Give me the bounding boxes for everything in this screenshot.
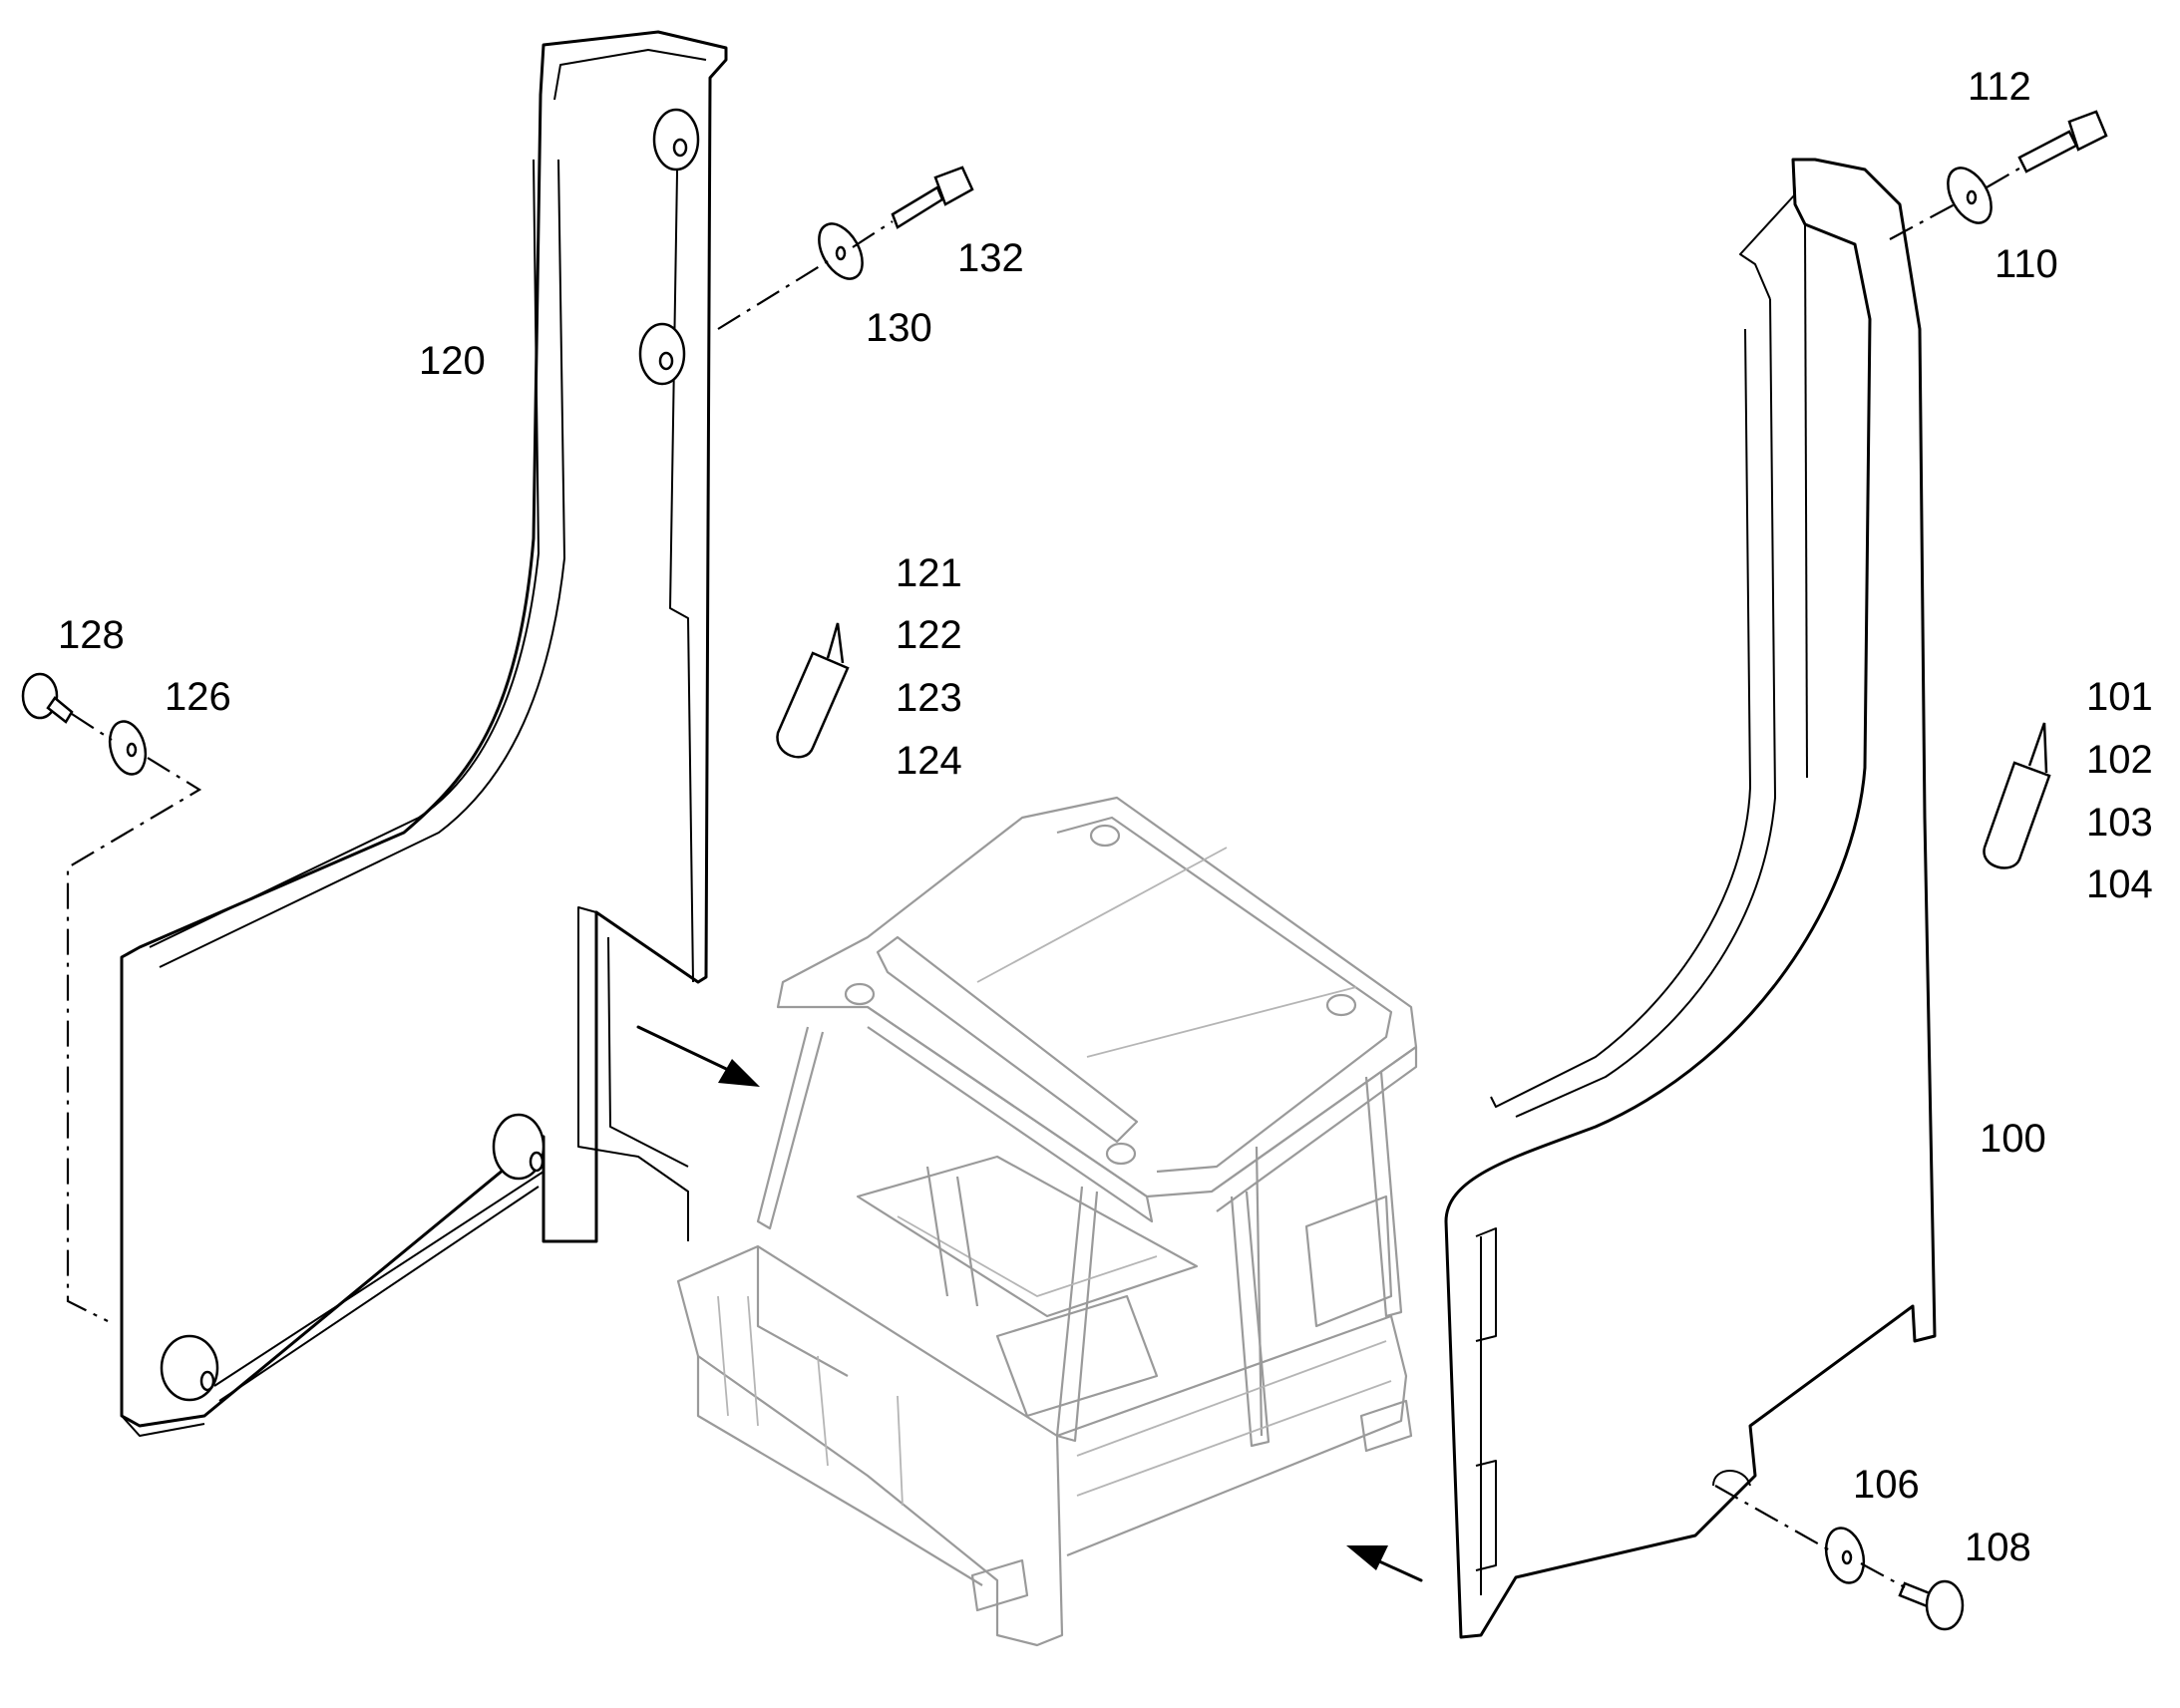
sealant-tube-left <box>776 622 850 759</box>
assembly-centerlines <box>66 165 2025 1588</box>
label-112: 112 <box>1968 65 2031 109</box>
label-100: 100 <box>1980 1117 2046 1161</box>
washer-110 <box>1947 167 1993 224</box>
bolt-132 <box>891 166 974 229</box>
left-side-panel <box>120 30 728 1437</box>
cab-frame-assembly <box>676 796 1418 1647</box>
label-130: 130 <box>866 306 932 350</box>
bolt-112 <box>2017 110 2108 173</box>
screw-108 <box>1898 1579 1965 1631</box>
sealant-tube-right <box>1983 722 2051 869</box>
label-122: 122 <box>896 613 962 657</box>
label-120: 120 <box>419 339 486 383</box>
screw-128 <box>21 672 74 724</box>
label-102: 102 <box>2086 738 2153 782</box>
washer-126 <box>108 720 148 776</box>
washer-130 <box>818 222 864 280</box>
label-128: 128 <box>58 613 125 657</box>
label-124: 124 <box>896 739 962 783</box>
right-side-panel <box>1444 158 1937 1639</box>
install-arrow-right <box>1346 1545 1423 1582</box>
label-132: 132 <box>957 236 1024 280</box>
label-104: 104 <box>2086 862 2153 906</box>
label-108: 108 <box>1965 1526 2031 1569</box>
label-103: 103 <box>2086 801 2153 845</box>
install-arrow-left <box>636 1025 760 1087</box>
label-126: 126 <box>165 675 231 719</box>
label-101: 101 <box>2086 675 2153 719</box>
label-106: 106 <box>1853 1463 1920 1507</box>
label-121: 121 <box>896 551 962 595</box>
label-123: 123 <box>896 676 962 720</box>
washer-106 <box>1824 1527 1866 1584</box>
label-110: 110 <box>1995 242 2058 286</box>
